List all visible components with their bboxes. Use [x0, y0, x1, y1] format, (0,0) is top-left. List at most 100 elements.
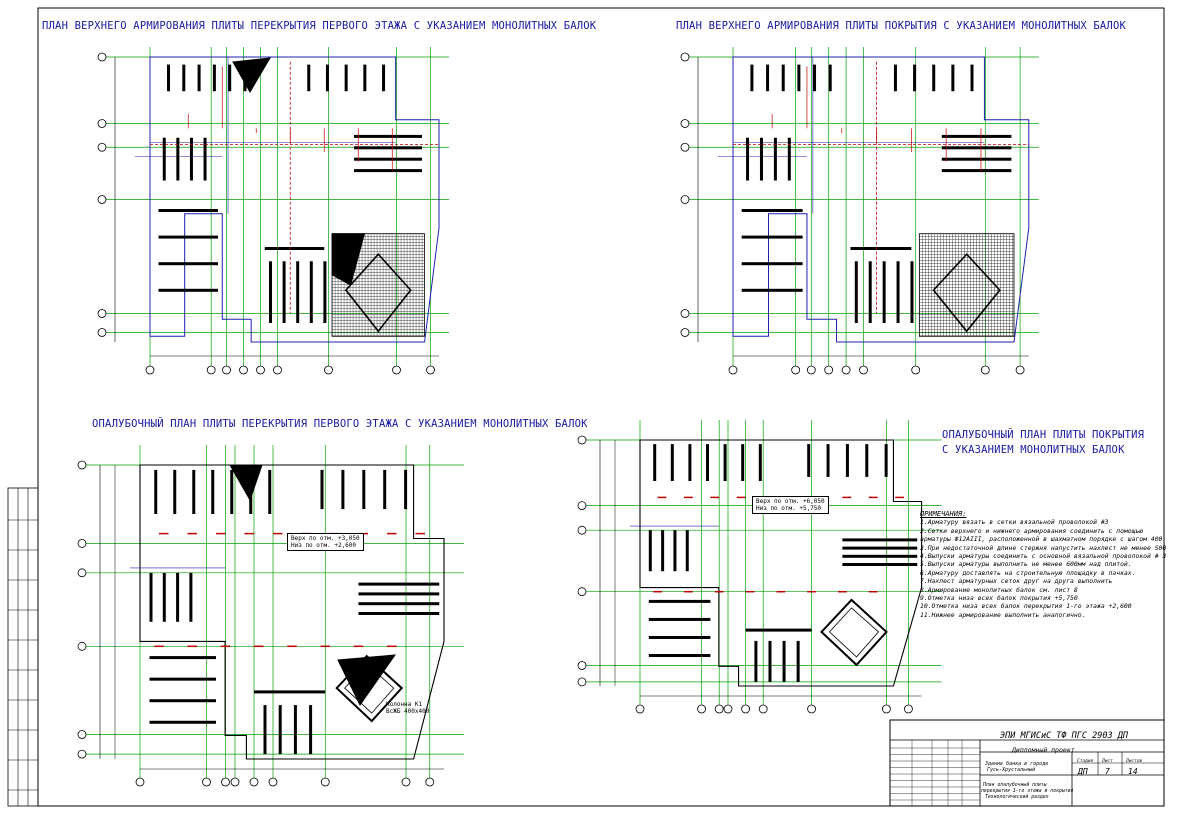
grid-axis-marker — [249, 777, 259, 787]
beam-horizontal — [158, 262, 218, 266]
beam-vertical — [893, 64, 897, 92]
beam-vertical — [896, 261, 900, 323]
beam-vertical — [723, 444, 727, 481]
beam-vertical — [167, 64, 170, 92]
grid-axis-marker — [680, 52, 690, 62]
elevation-note-right: Верх по отм. +6,050 Низ по отм. +5,750 — [752, 496, 829, 514]
title-block-sheet-title-3: Технологический раздел — [985, 795, 1049, 800]
beam-vertical — [192, 469, 196, 514]
notes-block: ПРИМЕЧАНИЯ: 1.Арматуру вязать в сетки вя… — [920, 510, 1167, 619]
elevation-bottom-right: Низ по отм. +5,750 — [756, 505, 822, 512]
beam-horizontal — [842, 563, 918, 566]
beam-vertical — [670, 444, 674, 481]
beam-vertical — [149, 572, 153, 622]
grid-axis-marker — [77, 539, 87, 548]
note-item: 11.Нижнее армирование выполнить аналогич… — [920, 610, 1086, 619]
title-top-left: ПЛАН ВЕРХНЕГО АРМИРОВАНИЯ ПЛИТЫ ПЕРЕКРЫТ… — [42, 20, 597, 32]
beam-vertical — [782, 640, 786, 682]
beam-horizontal — [941, 134, 1012, 138]
grid-axis-marker — [222, 365, 231, 375]
grid-axis-marker — [77, 749, 87, 759]
beam-vertical — [189, 137, 193, 181]
grid-axis-marker — [97, 142, 107, 152]
beam-vertical — [268, 469, 272, 514]
note-item: арматуры Ф12АIII, расположенной в шахмат… — [920, 535, 1163, 544]
stair-core-inner — [828, 607, 880, 658]
beam-vertical — [309, 705, 313, 755]
beam-horizontal — [358, 582, 440, 586]
note-item: 4.Выпуски арматуры соединить с основной … — [920, 552, 1167, 561]
beam-vertical — [766, 64, 770, 92]
beam-vertical — [741, 444, 745, 481]
grid-axis-marker — [145, 365, 155, 375]
title-block-code: ЭПИ МГИСиС ТФ ПГС 2903 ДП — [1000, 731, 1128, 741]
grid-axis-marker — [77, 730, 87, 739]
beam-vertical — [282, 261, 286, 323]
beam-horizontal — [354, 157, 422, 161]
beam-vertical — [768, 640, 772, 682]
grid-axis-marker — [77, 641, 87, 651]
grid-axis-marker — [577, 677, 587, 687]
stair-column-label: Колонна К1 ВсЖБ 400х400 — [383, 700, 432, 716]
beam-horizontal — [149, 720, 216, 724]
beam-vertical — [383, 469, 387, 510]
grid-axis-marker — [824, 365, 834, 375]
stair-core — [932, 253, 1001, 333]
title-block-sheet-title-1: План опалубочный плиты — [983, 783, 1047, 788]
title-block-stage-label: Стадия — [1077, 759, 1094, 764]
beam-vertical — [807, 444, 811, 477]
elevation-top-right: Верх по отм. +6,050 — [756, 498, 825, 505]
slab-contour — [732, 56, 1030, 343]
beam-horizontal — [842, 538, 918, 542]
beam-vertical — [182, 64, 186, 92]
grid-axis-marker — [268, 777, 278, 787]
grid-axis-marker — [714, 704, 724, 714]
grid-axis-marker — [577, 525, 587, 535]
beam-horizontal — [354, 146, 422, 150]
beam-horizontal — [358, 612, 440, 615]
beam-vertical — [404, 469, 408, 510]
beam-vertical — [673, 530, 677, 572]
beam-vertical — [363, 64, 367, 92]
beam-horizontal — [358, 592, 440, 596]
beam-horizontal — [648, 599, 711, 603]
title-block-stage: ДП — [1078, 767, 1088, 776]
beam-vertical — [746, 137, 750, 181]
note-item: 1.Арматуру вязать в сетки вязальной пров… — [920, 518, 1109, 527]
beam-vertical — [278, 705, 282, 755]
beam-vertical — [884, 444, 888, 477]
beam-horizontal — [941, 169, 1012, 173]
void-fill — [331, 233, 366, 286]
stair-label-line2: ВсЖБ 400х400 — [386, 708, 430, 715]
beam-horizontal — [149, 699, 216, 703]
grid-axis-marker — [791, 365, 801, 375]
beam-vertical — [685, 530, 689, 572]
void-fill — [232, 57, 271, 93]
beam-vertical — [228, 64, 232, 92]
beam-vertical — [197, 64, 201, 92]
note-item: 10.Отметка низа всех балок перекрытия 1-… — [920, 602, 1132, 611]
grid-axis-marker — [426, 365, 435, 375]
grid-axis-marker — [806, 365, 816, 375]
slab-contour — [149, 56, 440, 343]
title-bottom-right-1: ОПАЛУБОЧНЫЙ ПЛАН ПЛИТЫ ПОКРЫТИЯ — [942, 429, 1145, 441]
beam-vertical — [341, 469, 345, 510]
grid-axis-marker — [77, 460, 87, 470]
note-item: 9.Отметка низа всех балок покрытия +5,75… — [920, 594, 1078, 603]
grid-axis-marker — [239, 365, 248, 375]
formwork-contour — [139, 464, 445, 760]
beam-horizontal — [149, 677, 216, 681]
beam-vertical — [932, 64, 936, 92]
grid-axis-marker — [680, 309, 690, 318]
beam-vertical — [796, 640, 800, 682]
beam-horizontal — [745, 628, 812, 632]
grid-axis-marker — [401, 777, 411, 787]
beam-horizontal — [264, 247, 325, 250]
beam-vertical — [797, 64, 801, 92]
beam-horizontal — [354, 169, 422, 173]
beam-vertical — [296, 261, 300, 323]
beam-vertical — [307, 64, 311, 92]
beam-vertical — [323, 261, 327, 323]
grid-axis-marker — [97, 52, 107, 62]
beam-horizontal — [158, 235, 218, 239]
